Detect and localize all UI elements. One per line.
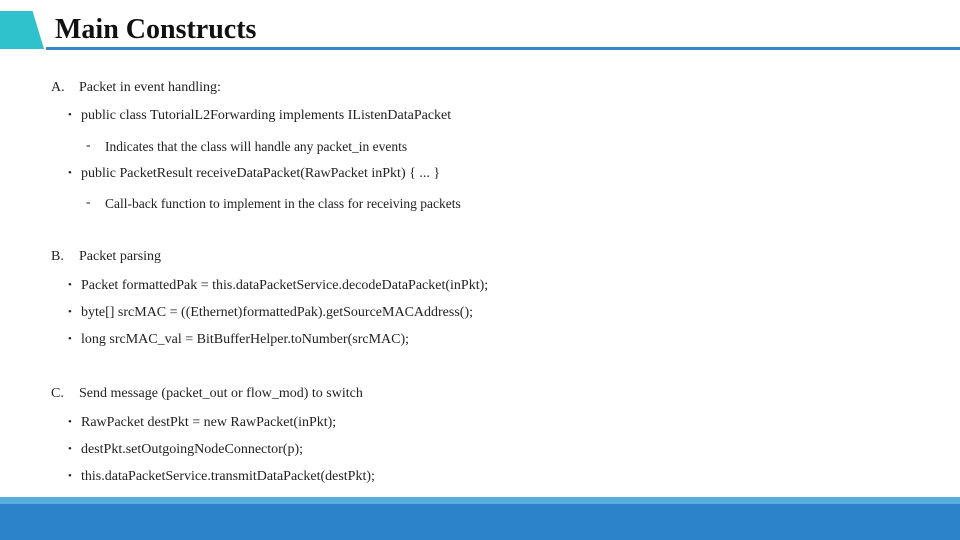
section-letter: B.: [51, 249, 64, 264]
bullet-text: byte[] srcMAC = ((Ethernet)formattedPak)…: [81, 305, 474, 320]
bullet-icon: •: [68, 443, 72, 455]
bullet-icon: •: [68, 306, 72, 318]
footer-bar: [0, 497, 960, 540]
section-c: C. Send message (packet_out or flow_mod) …: [51, 385, 363, 403]
sub-bullet-text: Call-back function to implement in the c…: [105, 196, 461, 211]
bullet-item: • RawPacket destPkt = new RawPacket(inPkt…: [68, 413, 336, 432]
section-heading: Packet parsing: [79, 249, 162, 264]
bullet-text: public class TutorialL2Forwarding implem…: [81, 108, 452, 123]
sub-bullet-item: -Indicates that the class will handle an…: [86, 136, 407, 156]
slide-title: Main Constructs: [55, 14, 257, 45]
dash-icon: -: [86, 194, 91, 209]
bullet-text: Packet formattedPak = this.dataPacketSer…: [81, 278, 489, 293]
bullet-text: long srcMAC_val = BitBufferHelper.toNumb…: [81, 332, 410, 347]
bullet-text: this.dataPacketService.transmitDataPacke…: [81, 469, 375, 484]
dash-icon: -: [86, 137, 91, 152]
section-b: B. Packet parsing: [51, 248, 161, 266]
footer-highlight-strip: [0, 497, 960, 504]
section-heading: Packet in event handling:: [79, 80, 221, 95]
sub-bullet-text: Indicates that the class will handle any…: [105, 139, 408, 154]
bullet-item: • destPkt.setOutgoingNodeConnector(p);: [68, 440, 303, 459]
slide-content: A. Packet in event handling: • public clas…: [51, 79, 488, 486]
bullet-item: • byte[] srcMAC = ((Ethernet)formattedPak…: [68, 303, 473, 322]
title-underline: [46, 47, 960, 50]
section-a: A. Packet in event handling:: [51, 79, 221, 97]
bullet-text: RawPacket destPkt = new RawPacket(inPkt)…: [81, 415, 337, 430]
bullet-icon: •: [68, 279, 72, 291]
bullet-icon: •: [68, 416, 72, 428]
bullet-icon: •: [68, 333, 72, 345]
sub-bullet-item: -Call-back function to implement in the …: [86, 193, 461, 213]
section-letter: C.: [51, 386, 64, 401]
bullet-item: • this.dataPacketService.transmitDataPack…: [68, 467, 375, 486]
bullet-item: • Packet formattedPak = this.dataPacketSe…: [68, 276, 488, 295]
bullet-icon: •: [68, 167, 72, 179]
bullet-icon: •: [68, 470, 72, 482]
section-heading: Send message (packet_out or flow_mod) to…: [79, 386, 363, 401]
bullet-item: • public class TutorialL2Forwarding imple…: [68, 106, 451, 125]
bullet-icon: •: [68, 109, 72, 121]
bullet-item: • long srcMAC_val = BitBufferHelper.toNum…: [68, 330, 409, 349]
bullet-item: • public PacketResult receiveDataPacket(R…: [68, 164, 440, 183]
bullet-text: public PacketResult receiveDataPacket(Ra…: [81, 166, 441, 181]
section-letter: A.: [51, 80, 65, 95]
bullet-text: destPkt.setOutgoingNodeConnector(p);: [81, 442, 304, 457]
